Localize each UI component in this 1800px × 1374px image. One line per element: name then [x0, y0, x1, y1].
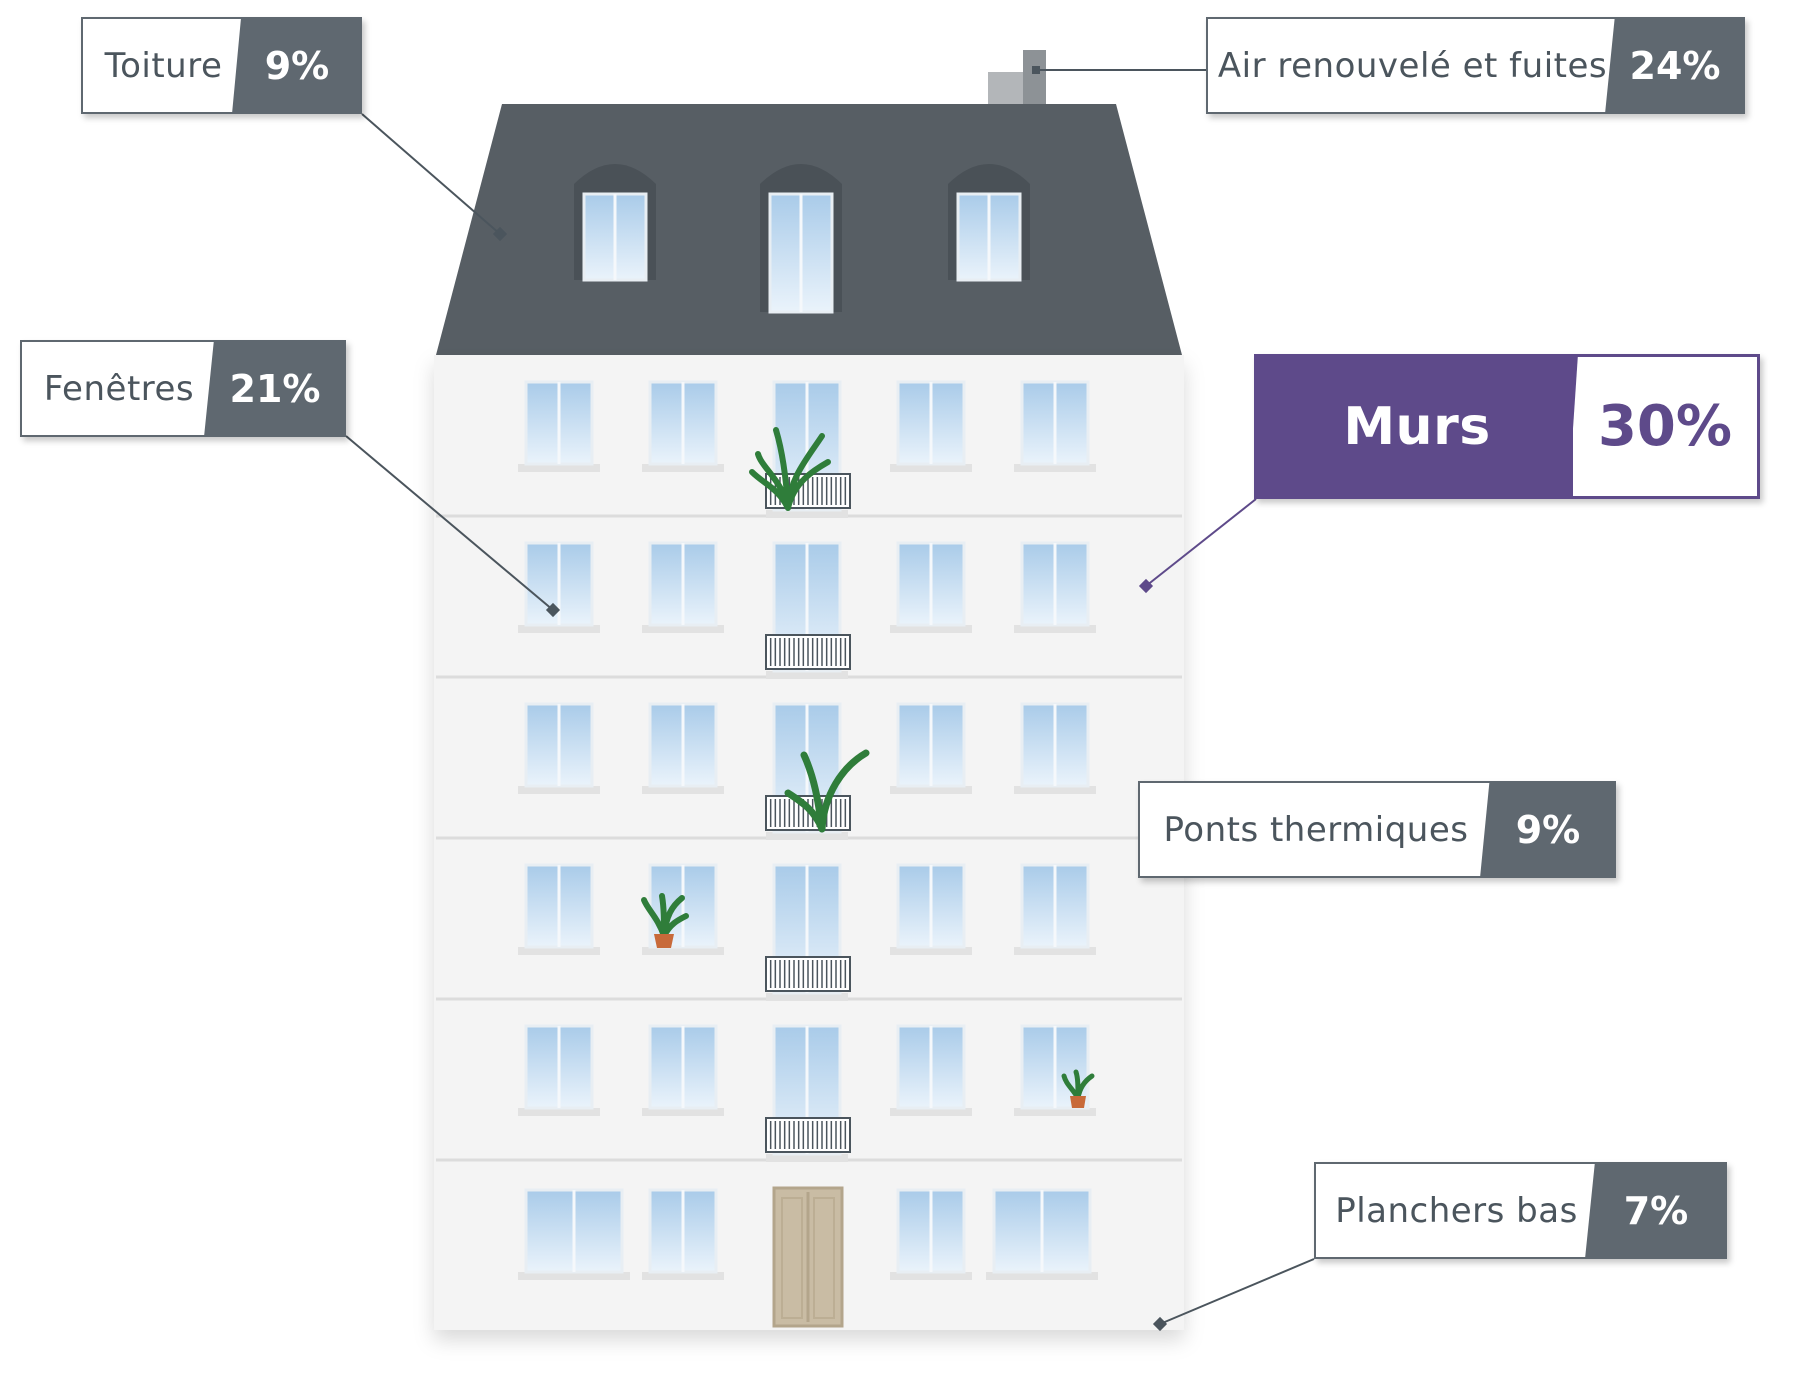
leader-lines	[345, 69, 1315, 1325]
leader-markers	[492, 66, 1168, 1332]
window	[518, 863, 600, 955]
window	[1014, 1024, 1096, 1116]
dormer	[948, 164, 1030, 282]
window	[642, 380, 724, 472]
callout-planchers-label: Planchers bas	[1314, 1162, 1597, 1259]
callout-ponts-value: 9%	[1480, 781, 1616, 878]
window	[518, 702, 600, 794]
window	[890, 1024, 972, 1116]
callout-murs-label: Murs	[1254, 354, 1578, 499]
callout-air-label: Air renouvelé et fuites	[1206, 17, 1617, 114]
leader-murs	[1145, 498, 1257, 587]
callout-air-value: 24%	[1605, 17, 1745, 114]
facade-windows	[518, 380, 1098, 1280]
callout-fenetres: Fenêtres 21%	[20, 340, 346, 437]
callout-air: Air renouvelé et fuites 24%	[1206, 17, 1745, 114]
window	[642, 863, 724, 955]
plant-floor1	[749, 427, 831, 511]
window	[518, 1024, 600, 1116]
potted-plant-floor4	[641, 893, 689, 948]
balcony-railing	[765, 1117, 851, 1153]
window	[890, 541, 972, 633]
window	[890, 863, 972, 955]
chimney	[988, 50, 1046, 106]
window	[1014, 541, 1096, 633]
dormer	[574, 164, 656, 282]
balcony-railing	[765, 795, 851, 831]
window	[518, 380, 600, 472]
window	[1014, 863, 1096, 955]
window	[518, 541, 600, 633]
callout-murs-value: 30%	[1570, 354, 1760, 499]
callout-planchers-value: 7%	[1585, 1162, 1727, 1259]
callout-fenetres-value: 21%	[204, 340, 346, 437]
leader-toiture	[361, 113, 501, 235]
callout-ponts: Ponts thermiques 9%	[1138, 781, 1616, 878]
window	[642, 541, 724, 633]
dormer	[760, 164, 842, 314]
callout-ponts-label: Ponts thermiques	[1138, 781, 1492, 878]
leader-planchers	[1159, 1258, 1315, 1325]
plant-floor3	[784, 749, 870, 833]
potted-plant-floor5	[1061, 1069, 1095, 1108]
window	[1014, 380, 1096, 472]
window	[642, 1188, 724, 1280]
window	[890, 380, 972, 472]
window	[642, 702, 724, 794]
window	[890, 1188, 972, 1280]
dormer-windows	[574, 164, 1030, 314]
callout-toiture: Toiture 9%	[81, 17, 362, 114]
leader-fenetres	[345, 435, 554, 611]
callout-planchers: Planchers bas 7%	[1314, 1162, 1727, 1259]
window	[986, 1188, 1098, 1280]
window	[1014, 702, 1096, 794]
balcony-railing	[765, 634, 851, 670]
callout-toiture-label: Toiture	[81, 17, 244, 114]
callout-murs: Murs 30%	[1254, 354, 1760, 499]
callout-fenetres-label: Fenêtres	[20, 340, 216, 437]
callout-toiture-value: 9%	[232, 17, 362, 114]
balcony-railing	[765, 956, 851, 992]
entrance-door	[772, 1186, 844, 1328]
window	[518, 1188, 630, 1280]
window	[890, 702, 972, 794]
window	[642, 1024, 724, 1116]
